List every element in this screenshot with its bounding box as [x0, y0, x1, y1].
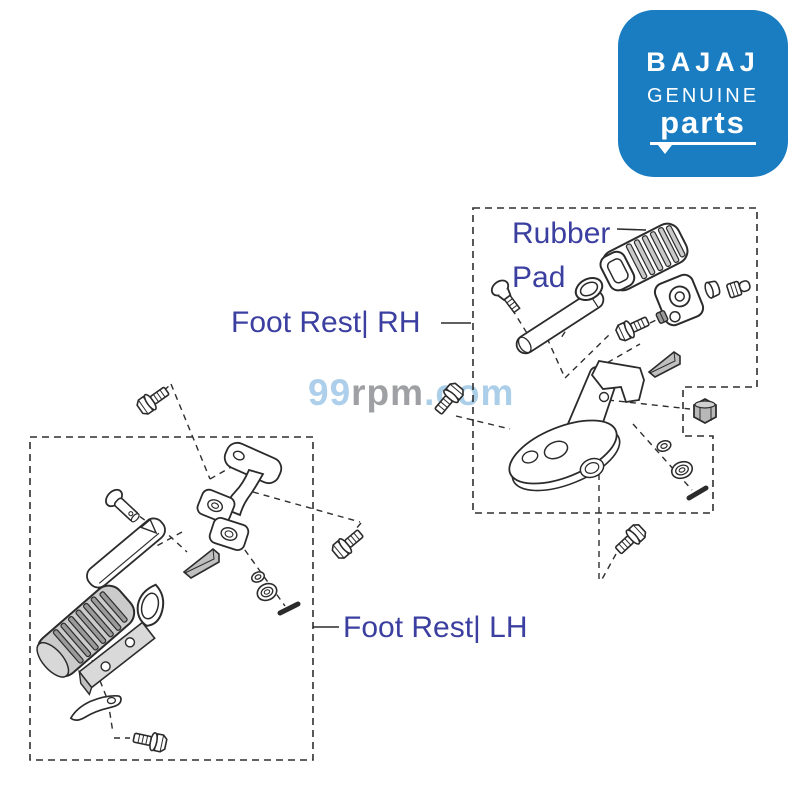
gasket-lh — [136, 583, 165, 627]
rubber-pad-label-line1: Rubber — [512, 217, 611, 250]
rubber-pad-label-line2: Pad — [512, 261, 566, 294]
flange-bolt-below-rh — [611, 521, 650, 559]
washer-large-rh — [670, 460, 694, 480]
flange-bolt-outside-rh — [430, 379, 467, 419]
washer-small-lh — [251, 571, 265, 583]
foot-rest-rh-box — [472, 207, 758, 514]
watermark-99rpm: 99rpm.com — [308, 372, 514, 414]
nut-rh — [693, 397, 717, 425]
rubber-pad-rh — [599, 222, 689, 292]
foot-rest-lh-label: Foot Rest| LH — [343, 611, 528, 644]
bajaj-genuine-parts-logo: BAJAJ GENUINE parts — [618, 10, 788, 177]
hex-bolt-rh — [613, 311, 653, 344]
logo-down-arrow-icon — [658, 145, 672, 154]
foot-rest-bracket-rh — [508, 360, 645, 492]
foot-rest-rh-label: Foot Rest| RH — [231, 306, 421, 339]
rubber-pad-label: Rubber Pad — [512, 212, 610, 300]
pin-rh — [686, 485, 709, 501]
wedge-rh — [647, 351, 681, 378]
gasket-rh — [574, 276, 604, 302]
logo-underline — [650, 142, 756, 154]
watermark-rpm: rpm — [351, 372, 425, 413]
logo-parts-text: parts — [660, 105, 746, 140]
flange-bolt-mid — [328, 525, 368, 562]
washer-large-lh — [256, 582, 278, 602]
screw-fitting-rh — [726, 280, 751, 299]
pivot-block-rh — [653, 273, 705, 327]
pin-lh — [277, 601, 301, 616]
washer-small-rh — [656, 439, 672, 453]
foot-rest-rod-lh — [86, 517, 166, 589]
watermark-99: 99 — [308, 372, 352, 413]
carriage-bolt-rh — [490, 279, 521, 314]
flange-bolt-bottom-lh — [131, 727, 169, 754]
lever-lh — [69, 694, 122, 721]
label-leader-lines — [313, 228, 647, 628]
logo-genuine-text: GENUINE — [646, 85, 760, 107]
logo-brand-text: BAJAJ — [646, 47, 760, 77]
mounting-plate-lh — [78, 621, 156, 696]
ferrule-nut-rh — [655, 310, 669, 324]
foot-rest-lh-box — [29, 436, 314, 761]
foot-rest-rod-rh — [515, 289, 605, 355]
clevis-pin-lh — [105, 488, 140, 523]
rubber-pad-lh — [36, 584, 136, 678]
bushing-rh — [704, 280, 721, 299]
wedge-lh — [182, 547, 220, 579]
foot-rest-bracket-lh — [196, 441, 283, 552]
